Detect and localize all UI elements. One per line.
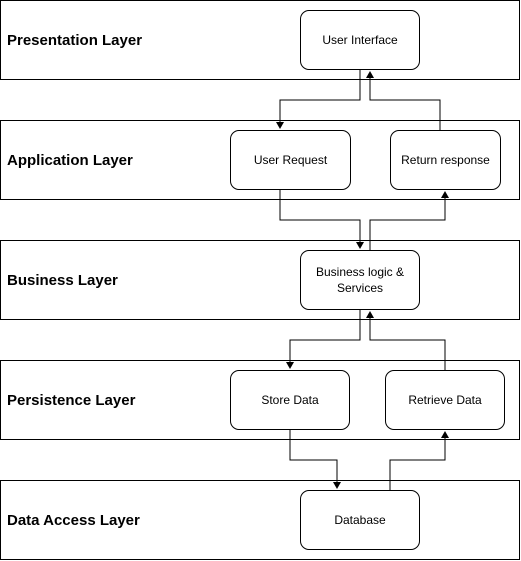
layer-label-presentation: Presentation Layer [7,31,143,49]
user-interface-node[interactable]: User Interface [300,10,420,70]
return-response-node[interactable]: Return response [390,130,501,190]
database-node[interactable]: Database [300,490,420,550]
retrieve-data-node[interactable]: Retrieve Data [385,370,505,430]
store-data-node[interactable]: Store Data [230,370,350,430]
data-access-layer: Data Access Layer [0,480,520,560]
presentation-layer: Presentation Layer [0,0,520,80]
layer-label-data-access: Data Access Layer [7,511,140,529]
user-request-node[interactable]: User Request [230,130,351,190]
layer-label-persistence: Persistence Layer [7,391,136,409]
database-label: Database [334,513,386,527]
business-logic-node[interactable]: Business logic & Services [300,250,420,310]
retrieve-data-label: Retrieve Data [408,393,482,407]
business-layer: Business Layer [0,240,520,320]
business-logic-label: Business logic & Services [315,265,405,295]
layer-label-application: Application Layer [7,151,133,169]
user-request-label: User Request [253,153,328,167]
layer-label-business: Business Layer [7,271,118,289]
store-data-label: Store Data [261,393,319,407]
user-interface-label: User Interface [322,33,398,47]
return-response-label: Return response [401,153,490,167]
